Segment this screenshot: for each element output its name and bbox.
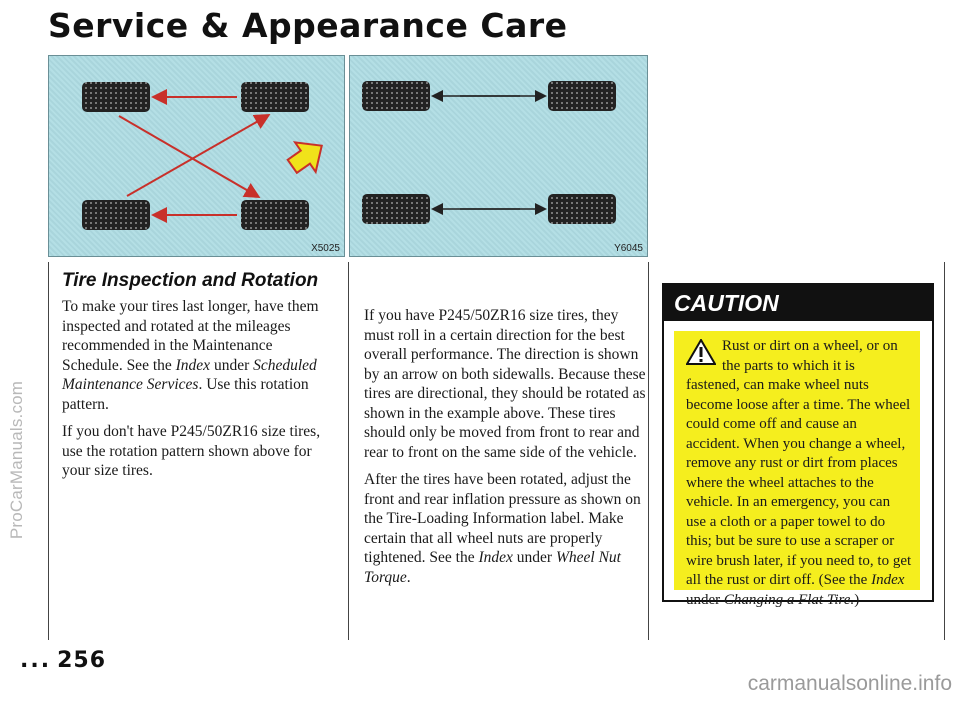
caution-body: Rust or dirt on a wheel, or on the parts…: [674, 331, 920, 608]
tire-front-left: [362, 81, 430, 111]
column-rule-middle: [348, 262, 349, 640]
column-1-text: To make your tires last longer, have the…: [62, 297, 332, 489]
figure-code: X5025: [311, 243, 340, 254]
front-direction-arrow-icon: [286, 141, 323, 175]
col1-paragraph-1: To make your tires last longer, have the…: [62, 298, 319, 413]
cross-rotation-diagram: [82, 82, 323, 230]
tire-rear-right: [548, 194, 616, 224]
page-number-dots: ...: [20, 648, 52, 673]
caution-box: CAUTION Rust or dirt on a wheel, or on t…: [662, 283, 934, 608]
bottom-watermark: carmanualsonline.info: [747, 672, 952, 695]
rotation-figure-directional: Y6045: [349, 55, 648, 257]
tire-front-left: [82, 82, 150, 112]
tire-rear-left: [362, 194, 430, 224]
tire-front-right: [548, 81, 616, 111]
directional-rotation-diagram: [362, 81, 616, 224]
side-watermark-text: ProCarManuals.com: [7, 380, 26, 540]
tire-front-right: [241, 82, 309, 112]
col2-paragraph-1: If you have P245/50ZR16 size tires, they…: [364, 307, 646, 461]
side-watermark: ProCarManuals.com: [2, 260, 32, 660]
section-heading: Tire Inspection and Rotation: [62, 270, 319, 291]
tire-rear-right: [241, 200, 309, 230]
rotation-figure-cross: X5025: [48, 55, 345, 257]
column-rule-far-right: [944, 262, 945, 640]
caution-header: CAUTION: [664, 285, 932, 321]
col1-paragraph-2: If you don't have P245/50ZR16 size tires…: [62, 423, 321, 479]
column-rule-right: [648, 262, 649, 640]
page-number-value: 256: [57, 648, 107, 673]
warning-triangle-icon: [686, 339, 716, 365]
page-number: ...256: [20, 648, 106, 673]
tire-rear-left: [82, 200, 150, 230]
column-rule-left: [48, 262, 49, 640]
arrow-fl-to-rr: [118, 115, 261, 199]
figure-code: Y6045: [614, 243, 643, 254]
arrow-rl-to-fr: [126, 114, 271, 197]
column-2-text: If you have P245/50ZR16 size tires, they…: [364, 306, 646, 595]
col2-paragraph-2: After the tires have been rotated, adjus…: [364, 471, 641, 586]
page-title: Service & Appearance Care: [48, 6, 568, 45]
